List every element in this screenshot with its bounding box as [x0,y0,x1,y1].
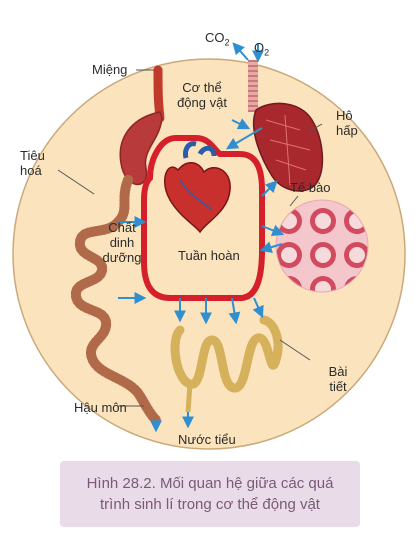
leader-lines [57,69,323,407]
cells-tissue [275,199,369,293]
label-circulation: Tuần hoàn [178,248,240,263]
exchange-arrows [118,42,285,433]
arrow-blood-to-lung [231,118,251,130]
arrow-blood-to-te-bao [261,180,278,197]
label-co2: CO2 [205,30,230,48]
label-cells: Tế bào [290,180,331,195]
label-o2: O2 [254,40,270,58]
heart [164,141,231,234]
arrow-co2-out [232,42,249,61]
respiratory-organ [248,60,324,192]
excretory-organ [170,315,283,393]
label-urine: Nước tiểu [178,432,236,447]
arrow-lung-to-blood [225,127,263,150]
digestive-tract [71,65,165,425]
arrow-from-cells [259,241,283,253]
label-anus: Hậu môn [74,400,127,415]
figure-caption: Hình 28.2. Mối quan hệ giữa các quá trìn… [60,461,360,527]
arrow-excretion-3 [228,297,241,325]
arrow-to-cells [261,224,285,237]
caption-line-2: trình sinh lí trong cơ thể động vật [100,496,320,513]
label-mouth: Miệng [92,62,128,77]
caption-line-1: Hình 28.2. Mối quan hệ giữa các quá [86,475,334,492]
arrow-excretion-4 [252,297,264,319]
